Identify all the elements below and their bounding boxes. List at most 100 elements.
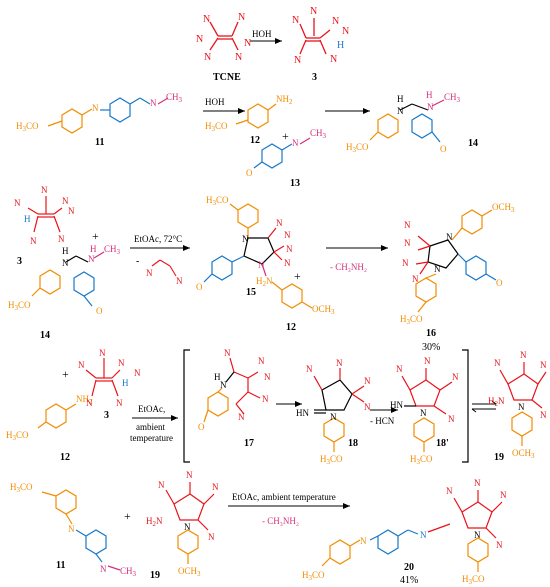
atom-n: N (99, 348, 106, 358)
atom-n: N (176, 276, 183, 286)
compound-12-structure (271, 281, 313, 309)
atom-n: N (434, 264, 441, 274)
atom-h3co: H3CO (320, 454, 343, 466)
atom-n: N (220, 380, 227, 390)
atom-n: N (420, 530, 427, 540)
compound-19-structure (165, 482, 215, 564)
atom-n: N (404, 238, 411, 248)
atom-n: N (446, 232, 453, 242)
atom-n: N (14, 198, 21, 208)
atom-n: N (238, 12, 245, 23)
atom-och3: OCH3 (178, 566, 201, 578)
atom-h2n: H2N (488, 396, 505, 408)
intermediate-bracket-left (183, 349, 190, 463)
atom-n: N (41, 185, 48, 195)
condition-minus-ch3nh2: - CH₃NH₂ (262, 516, 299, 526)
atom-n: N (474, 530, 481, 540)
compound-14-structure (369, 99, 445, 143)
atom-o: O (496, 278, 503, 288)
atom-n: N (258, 356, 265, 366)
atom-h: H (397, 94, 404, 104)
compound-label-19: 19 (150, 570, 160, 581)
minus-sign: - (136, 256, 139, 267)
atom-n: N (204, 52, 211, 63)
compound-label-3: 3 (312, 72, 317, 83)
compound-label-12: 12 (250, 135, 260, 146)
atom-n: N (116, 398, 123, 408)
atom-n: N (284, 230, 291, 240)
plus-sign: + (124, 509, 131, 523)
atom-hn: HN (296, 408, 309, 418)
condition-temperature: temperature (130, 433, 173, 443)
atom-n: N (118, 358, 125, 368)
atom-h3co: H3CO (302, 570, 325, 582)
atom-h3co: H3CO (410, 454, 433, 466)
atom-n: N (30, 236, 37, 246)
compound-18p-structure (401, 368, 453, 452)
atom-n: N (396, 364, 403, 374)
atom-ch3: CH3 (310, 128, 327, 140)
intermediate-bracket-right (462, 349, 469, 463)
compound-label-tcne: TCNE (213, 72, 241, 83)
atom-n: N (284, 258, 291, 268)
compound-label-20: 20 (404, 562, 414, 573)
compound-label-11: 11 (95, 137, 104, 148)
compound-label-18: 18 (348, 438, 358, 449)
atom-n: N (238, 412, 245, 422)
atom-n: N (330, 54, 337, 65)
compound-tcne-structure (209, 21, 239, 51)
compound-19-structure (499, 362, 547, 446)
atom-o: O (96, 306, 103, 316)
atom-n: N (146, 268, 153, 278)
atom-n: N (420, 408, 427, 418)
yield-16: 30% (422, 342, 440, 353)
atom-h: H (90, 244, 97, 254)
atom-h: H (122, 378, 129, 388)
atom-h: H (62, 246, 69, 256)
atom-n: N (404, 220, 411, 230)
atom-o: O (196, 282, 203, 292)
atom-n: N (58, 234, 65, 244)
plus-sign: + (92, 229, 99, 243)
atom-h3co: H3CO (206, 195, 229, 207)
atom-n: N (540, 410, 547, 420)
atom-n: N (427, 102, 434, 112)
compound-3-structure (27, 196, 63, 233)
atom-h: H (426, 90, 433, 100)
compound-13-structure (253, 137, 311, 169)
compound-16-structure (415, 209, 497, 313)
atom-n: N (402, 258, 409, 268)
compound-label-14: 14 (40, 330, 50, 341)
compound-label-3: 3 (17, 256, 22, 267)
atom-ch3: CH3 (444, 92, 461, 104)
atom-h3co: H3CO (346, 142, 369, 154)
plus-sign: + (282, 129, 289, 143)
atom-n: N (292, 138, 299, 148)
atom-n: N (68, 206, 75, 216)
compound-label-17: 17 (244, 438, 254, 449)
condition-etoac: EtOAc, (138, 404, 165, 414)
atom-n: N (100, 564, 107, 574)
atom-h3co: H3CO (462, 574, 485, 586)
condition-ambient: ambient (136, 422, 165, 432)
atom-och3: OCH3 (512, 448, 535, 460)
compound-12-structure (235, 103, 277, 129)
atom-n: N (68, 524, 75, 534)
atom-nh2: NH2 (76, 394, 93, 406)
atom-n: N (244, 38, 251, 49)
atom-n: N (310, 6, 317, 17)
compound-15-structure (203, 203, 285, 283)
compound-label-18p: 18' (436, 438, 449, 449)
atom-n: N (360, 536, 367, 546)
atom-n: N (196, 34, 203, 45)
atom-n: N (78, 360, 85, 370)
atom-n: N (342, 26, 349, 37)
atom-n: N (262, 394, 269, 404)
yield-20: 41% (400, 575, 418, 586)
atom-n: N (62, 258, 69, 268)
atom-h3co: H3CO (8, 300, 31, 312)
atom-h: H (214, 372, 221, 382)
compound-12-structure (37, 403, 77, 429)
compound-label-11: 11 (56, 560, 65, 571)
